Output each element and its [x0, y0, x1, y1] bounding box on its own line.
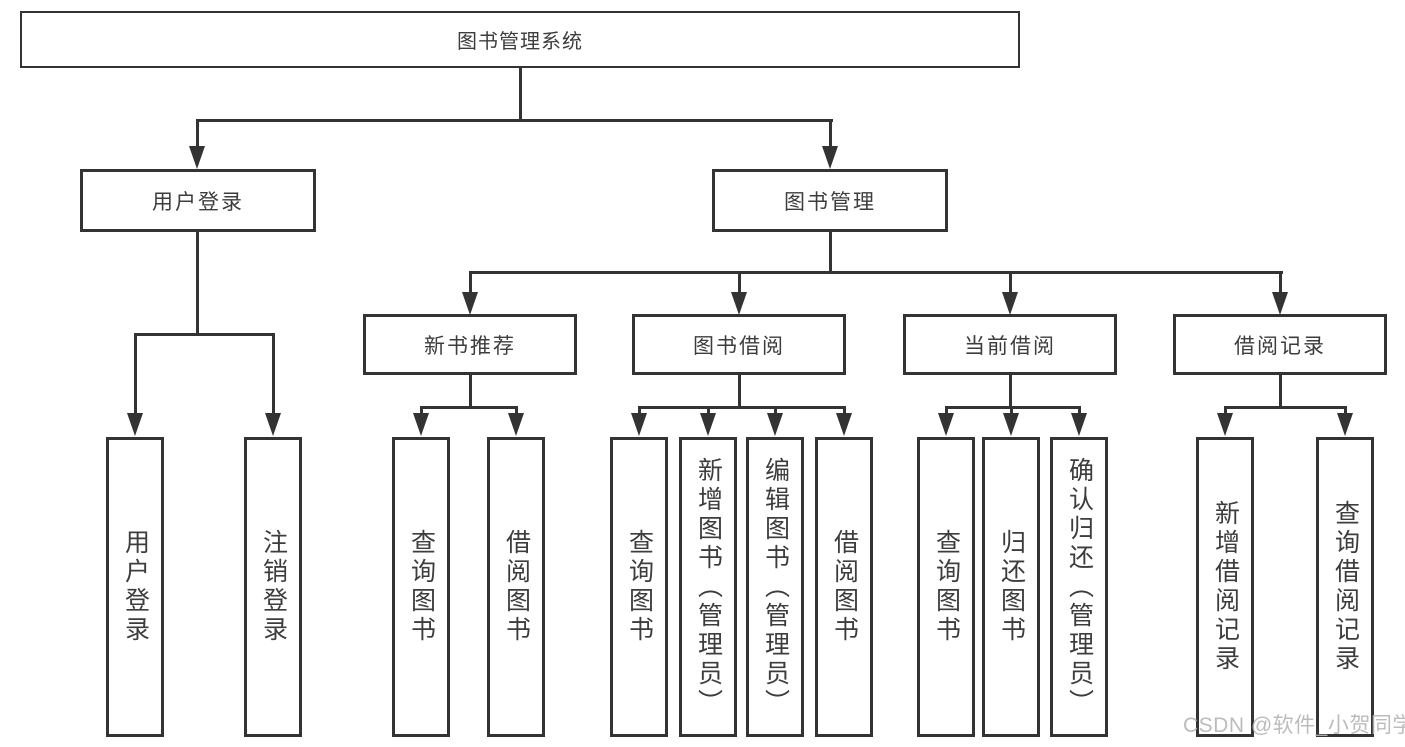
arrow-down-icon — [731, 292, 747, 315]
connector-stem — [134, 333, 137, 415]
connector-vline — [829, 232, 832, 274]
leaf-edit-book-admin: 编辑图书（管理员） — [746, 437, 804, 737]
node-label: 当前借阅 — [964, 334, 1056, 358]
node-label: 归还图书 — [997, 529, 1026, 645]
connector-stem — [1279, 271, 1282, 295]
leaf-confirm-return-admin: 确认归还（管理员） — [1050, 437, 1108, 737]
connector-hline — [420, 406, 518, 409]
connector-stem — [1224, 406, 1227, 416]
connector-vline — [1279, 375, 1282, 409]
node-new-book-recommend: 新书推荐 — [363, 314, 577, 375]
arrow-down-icon — [413, 413, 429, 436]
arrow-down-icon — [1272, 292, 1288, 315]
node-label: 确认归还（管理员） — [1065, 456, 1094, 718]
connector-vline — [469, 375, 472, 409]
arrow-down-icon — [508, 413, 524, 436]
connector-stem — [1009, 271, 1012, 295]
leaf-add-book-admin: 新增图书（管理员） — [679, 437, 737, 737]
node-label: 借阅图书 — [830, 529, 859, 645]
arrow-down-icon — [1002, 292, 1018, 315]
node-current-borrowing: 当前借阅 — [903, 314, 1117, 375]
connector-stem — [272, 333, 275, 415]
leaf-logout-login: 注销登录 — [244, 437, 302, 737]
leaf-query-borrow-record: 查询借阅记录 — [1316, 437, 1374, 737]
leaf-add-borrow-record: 新增借阅记录 — [1196, 437, 1254, 737]
arrow-down-icon — [767, 413, 783, 436]
connector-stem — [1010, 406, 1013, 416]
connector-stem — [738, 271, 741, 295]
connector-stem — [469, 271, 472, 295]
node-label: 注销登录 — [259, 529, 288, 645]
node-label: 图书管理 — [784, 190, 876, 214]
node-book-borrowing: 图书借阅 — [632, 314, 846, 375]
node-label: 新增借阅记录 — [1211, 500, 1240, 674]
connector-stem — [1344, 406, 1347, 416]
connector-hline — [945, 406, 1081, 409]
node-book-management: 图书管理 — [712, 169, 948, 232]
node-borrowing-records: 借阅记录 — [1173, 314, 1387, 375]
connector-stem — [774, 406, 777, 416]
connector-stem — [196, 119, 199, 149]
connector-stem — [638, 406, 641, 416]
node-label: 借阅记录 — [1234, 334, 1326, 358]
arrow-down-icon — [265, 413, 281, 436]
arrow-down-icon — [462, 292, 478, 315]
connector-stem — [829, 119, 832, 149]
node-label: 新书推荐 — [424, 334, 516, 358]
leaf-query-books-current: 查询图书 — [917, 437, 975, 737]
node-label: 用户登录 — [121, 529, 150, 645]
connector-hline — [638, 406, 846, 409]
arrow-down-icon — [822, 146, 838, 169]
leaf-query-books-recommend: 查询图书 — [392, 437, 450, 737]
leaf-return-books: 归还图书 — [982, 437, 1040, 737]
node-library-system: 图书管理系统 — [20, 11, 1020, 68]
arrow-down-icon — [631, 413, 647, 436]
node-label: 图书借阅 — [693, 334, 785, 358]
connector-stem — [515, 406, 518, 416]
node-label: 查询借阅记录 — [1331, 500, 1360, 674]
arrow-down-icon — [1071, 413, 1087, 436]
leaf-query-books-borrowing: 查询图书 — [610, 437, 668, 737]
connector-stem — [1078, 406, 1081, 416]
arrow-down-icon — [1003, 413, 1019, 436]
arrow-down-icon — [836, 413, 852, 436]
connector-vline — [1009, 375, 1012, 409]
node-user-login: 用户登录 — [80, 169, 316, 232]
node-label: 新增图书（管理员） — [694, 456, 723, 718]
connector-stem — [843, 406, 846, 416]
connector-vline — [738, 375, 741, 409]
node-label: 借阅图书 — [502, 529, 531, 645]
connector-hline — [1224, 406, 1347, 409]
connector-hline — [469, 271, 1283, 274]
connector-stem — [420, 406, 423, 416]
leaf-borrow-books-borrowing: 借阅图书 — [815, 437, 873, 737]
arrow-down-icon — [1337, 413, 1353, 436]
arrow-down-icon — [127, 413, 143, 436]
node-label: 查询图书 — [407, 529, 436, 645]
node-label: 编辑图书（管理员） — [761, 456, 790, 718]
node-label: 查询图书 — [625, 529, 654, 645]
node-label: 图书管理系统 — [457, 31, 583, 53]
arrow-down-icon — [700, 413, 716, 436]
watermark-text: CSDN @软件_小贺同学 — [1183, 714, 1405, 737]
node-label: 查询图书 — [932, 529, 961, 645]
connector-hline — [196, 119, 833, 122]
node-label: 用户登录 — [152, 190, 244, 214]
connector-vline — [519, 68, 522, 121]
arrow-down-icon — [189, 146, 205, 169]
arrow-down-icon — [1217, 413, 1233, 436]
arrow-down-icon — [938, 413, 954, 436]
connector-stem — [707, 406, 710, 416]
leaf-user-login: 用户登录 — [106, 437, 164, 737]
connector-stem — [945, 406, 948, 416]
leaf-borrow-books-recommend: 借阅图书 — [487, 437, 545, 737]
connector-hline — [134, 333, 275, 336]
connector-vline — [196, 232, 199, 336]
